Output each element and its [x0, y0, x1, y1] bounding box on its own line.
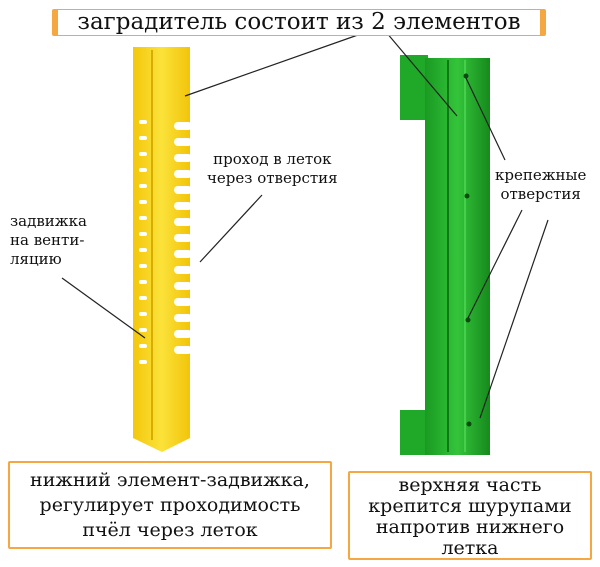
passage-notch	[174, 170, 192, 178]
caption-line: верхняя часть	[398, 474, 542, 496]
passage-notch	[174, 282, 192, 290]
latch-label: задвижка на венти- ляцию	[10, 212, 87, 269]
label-line: ляцию	[10, 250, 62, 268]
passage-notch	[174, 186, 192, 194]
vent-slot	[139, 152, 147, 156]
green-upper-part	[400, 55, 490, 455]
passage-notch	[174, 298, 192, 306]
passage-notch	[174, 218, 192, 226]
label-line: крепежные	[495, 166, 587, 184]
mount-holes-label: крепежные отверстия	[495, 166, 586, 204]
vent-slot	[139, 312, 147, 316]
caption-line: крепится шурупами	[368, 495, 572, 517]
title-box: заградитель состоит из 2 элементов	[52, 9, 546, 36]
passage-notch	[174, 346, 192, 354]
label-line: на венти-	[10, 231, 85, 249]
vent-slot	[139, 264, 147, 268]
passage-notch	[174, 154, 192, 162]
title: заградитель состоит из 2 элементов	[77, 9, 521, 35]
passage-notch	[174, 122, 192, 130]
passage-notch	[174, 266, 192, 274]
vent-slot	[139, 328, 147, 332]
vent-slot	[139, 280, 147, 284]
passage-notch	[174, 202, 192, 210]
passage-notch	[174, 330, 192, 338]
vent-slot	[139, 136, 147, 140]
vent-slot	[139, 248, 147, 252]
vent-slot	[139, 120, 147, 124]
caption-line: пчёл через леток	[82, 519, 258, 541]
yellow-latch-strip	[133, 47, 192, 452]
label-line: через отверстия	[207, 169, 338, 187]
upper-part-caption: верхняя часть крепится шурупами напротив…	[348, 471, 592, 560]
label-line: проход в леток	[213, 150, 332, 168]
passage-notch	[174, 314, 192, 322]
passage-notch	[174, 250, 192, 258]
pointer-lines	[61, 29, 549, 419]
caption-line: регулирует проходимость	[39, 494, 301, 516]
label-line: отверстия	[500, 185, 581, 203]
caption-line: напротив нижнего	[375, 516, 565, 538]
vent-slot	[139, 184, 147, 188]
passage-label: проход в леток через отверстия	[207, 150, 338, 188]
vent-slot	[139, 232, 147, 236]
lower-element-caption: нижний элемент-задвижка, регулирует прох…	[8, 461, 332, 549]
label-line: задвижка	[10, 212, 87, 230]
caption-line: летка	[441, 537, 499, 559]
passage-notch	[174, 234, 192, 242]
passage-notch	[174, 138, 192, 146]
vent-slot	[139, 200, 147, 204]
caption-line: нижний элемент-задвижка,	[30, 469, 310, 491]
vent-slot	[139, 296, 147, 300]
vent-slot	[139, 216, 147, 220]
vent-slot	[139, 360, 147, 364]
vent-slot	[139, 344, 147, 348]
vent-slot	[139, 168, 147, 172]
